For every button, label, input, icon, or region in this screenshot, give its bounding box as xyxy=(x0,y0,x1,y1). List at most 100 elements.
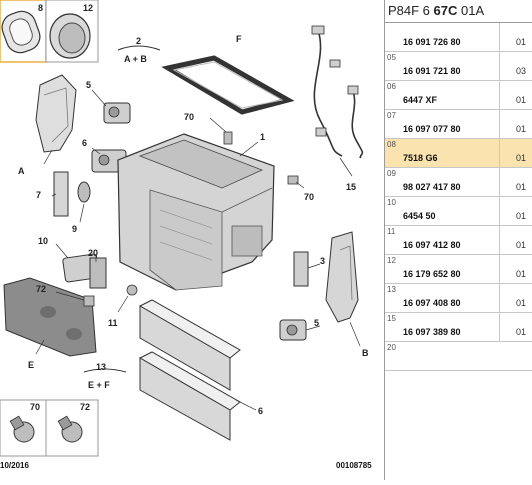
callout-11: 11 xyxy=(108,318,118,328)
row-quantity-cell: 01 xyxy=(499,284,526,312)
callout-70-right: 70 xyxy=(304,192,314,202)
row-part-number: 16 179 652 80 xyxy=(403,269,461,279)
reference-prefix: P84F 6 xyxy=(388,3,434,18)
row-quantity: 01 xyxy=(516,124,527,134)
row-part-number: 98 027 417 80 xyxy=(403,182,461,192)
parts-list-row[interactable]: 16 091 726 80 01 xyxy=(385,23,532,52)
callout-20: 20 xyxy=(88,248,98,258)
callout-f: F xyxy=(236,34,242,44)
screw-72-detail-icon xyxy=(57,415,83,443)
row-part-number: 16 097 408 80 xyxy=(403,298,461,308)
parts-diagram: 8 12 2 A + B F 5 70 1 A 6 70 15 7 9 10 2… xyxy=(0,0,373,470)
reference-suffix: 01A xyxy=(457,3,485,18)
row-quantity: 01 xyxy=(516,298,527,308)
row-position: 08 xyxy=(387,140,396,149)
row-position: 09 xyxy=(387,169,396,178)
row-quantity: 01 xyxy=(516,37,527,47)
callout-a: A xyxy=(18,166,25,176)
row-quantity-cell: 03 xyxy=(499,52,526,80)
callout-b: B xyxy=(362,348,369,358)
row-part-number: 6454 50 xyxy=(403,211,436,221)
row-part-number: 16 091 721 80 xyxy=(403,66,461,76)
diagram-date: 10/2016 xyxy=(0,461,29,470)
actuator-5-bottom-icon xyxy=(279,319,307,341)
screw-70-detail-icon xyxy=(9,415,35,443)
callout-6-bottom: 6 xyxy=(258,406,263,416)
screw-72-icon xyxy=(83,295,95,307)
row-quantity-cell: 01 xyxy=(499,313,526,341)
callout-10: 10 xyxy=(38,236,48,246)
row-part-number: 16 097 389 80 xyxy=(403,327,461,337)
callout-2: 2 xyxy=(136,36,141,46)
reference-bold: 67C xyxy=(433,3,458,18)
row-part-number: 6447 XF xyxy=(403,95,438,105)
callout-13-sub: E + F xyxy=(88,380,110,390)
grommet-9-icon xyxy=(77,181,91,203)
heater-housing-1-icon xyxy=(117,133,275,291)
callout-1: 1 xyxy=(260,132,265,142)
row-part-number: 16 097 412 80 xyxy=(403,240,461,250)
row-quantity-cell: 01 xyxy=(499,168,526,196)
parts-list-row[interactable]: 12 16 179 652 80 01 xyxy=(385,255,532,284)
row-position: 05 xyxy=(387,53,396,62)
row-quantity: 01 xyxy=(516,240,527,250)
exploded-view-drawing: 8 12 2 A + B F 5 70 1 A 6 70 15 7 9 10 2… xyxy=(0,0,372,470)
panel-header: P84F 6 67C 01A xyxy=(385,0,532,23)
row-position: 11 xyxy=(387,227,396,236)
cabin-filter-6-icon xyxy=(138,299,241,441)
callout-5-top: 5 xyxy=(86,80,91,90)
callout-9: 9 xyxy=(72,224,77,234)
row-quantity: 03 xyxy=(516,66,527,76)
row-part-number: 7518 G6 xyxy=(403,153,438,163)
parts-list-row[interactable]: 10 6454 50 01 xyxy=(385,197,532,226)
screw-70-right-icon xyxy=(287,175,299,185)
callout-13: 13 xyxy=(96,362,106,372)
parts-list-row[interactable]: 05 16 091 721 80 03 xyxy=(385,52,532,81)
grommet-12-icon xyxy=(49,13,91,59)
motor-20-icon xyxy=(89,257,107,289)
grommet-8-icon xyxy=(1,10,41,54)
callout-70-top: 70 xyxy=(184,112,194,122)
diagram-document-number: 00108785 xyxy=(336,461,372,470)
air-duct-b-icon xyxy=(325,231,359,323)
screw-11-icon xyxy=(126,284,138,296)
row-quantity-cell: 01 xyxy=(499,23,526,51)
panel-e-icon xyxy=(3,277,97,357)
parts-list-row[interactable]: 15 16 097 389 80 01 xyxy=(385,313,532,342)
parts-list-row[interactable]: 20 xyxy=(385,342,532,371)
row-quantity: 01 xyxy=(516,211,527,221)
callout-3: 3 xyxy=(320,256,325,266)
parts-list-row[interactable]: 08 7518 G6 01 xyxy=(385,139,532,168)
row-position: 06 xyxy=(387,82,396,91)
row-position: 15 xyxy=(387,314,396,323)
row-quantity: 01 xyxy=(516,95,527,105)
row-quantity-cell: 01 xyxy=(499,226,526,254)
row-quantity: 01 xyxy=(516,153,527,163)
callout-2-sub: A + B xyxy=(124,54,147,64)
sensor-7-icon xyxy=(53,171,69,217)
row-position: 13 xyxy=(387,285,396,294)
leader-lines xyxy=(35,89,361,411)
row-quantity-cell: 01 xyxy=(499,197,526,225)
row-quantity-cell: 01 xyxy=(499,255,526,283)
row-position: 20 xyxy=(387,343,396,352)
row-part-number: 16 091 726 80 xyxy=(403,37,461,47)
diagram-reference: P84F 6 67C 01A xyxy=(388,3,484,18)
row-position: 07 xyxy=(387,111,396,120)
row-position: 10 xyxy=(387,198,396,207)
row-quantity-cell: 01 xyxy=(499,81,526,109)
row-quantity-cell: 01 xyxy=(499,139,526,167)
callout-72-box: 72 xyxy=(80,402,90,412)
parts-list-row[interactable]: 11 16 097 412 80 01 xyxy=(385,226,532,255)
callout-12: 12 xyxy=(83,3,93,13)
parts-list-row[interactable]: 09 98 027 417 80 01 xyxy=(385,168,532,197)
callout-70-box: 70 xyxy=(30,402,40,412)
filter-frame-f-icon xyxy=(161,55,295,115)
row-position: 12 xyxy=(387,256,396,265)
parts-list-row[interactable]: 13 16 097 408 80 01 xyxy=(385,284,532,313)
parts-list-row[interactable]: 06 6447 XF 01 xyxy=(385,81,532,110)
arrow-2-icon xyxy=(117,45,161,51)
actuator-5-top-icon xyxy=(103,102,131,124)
